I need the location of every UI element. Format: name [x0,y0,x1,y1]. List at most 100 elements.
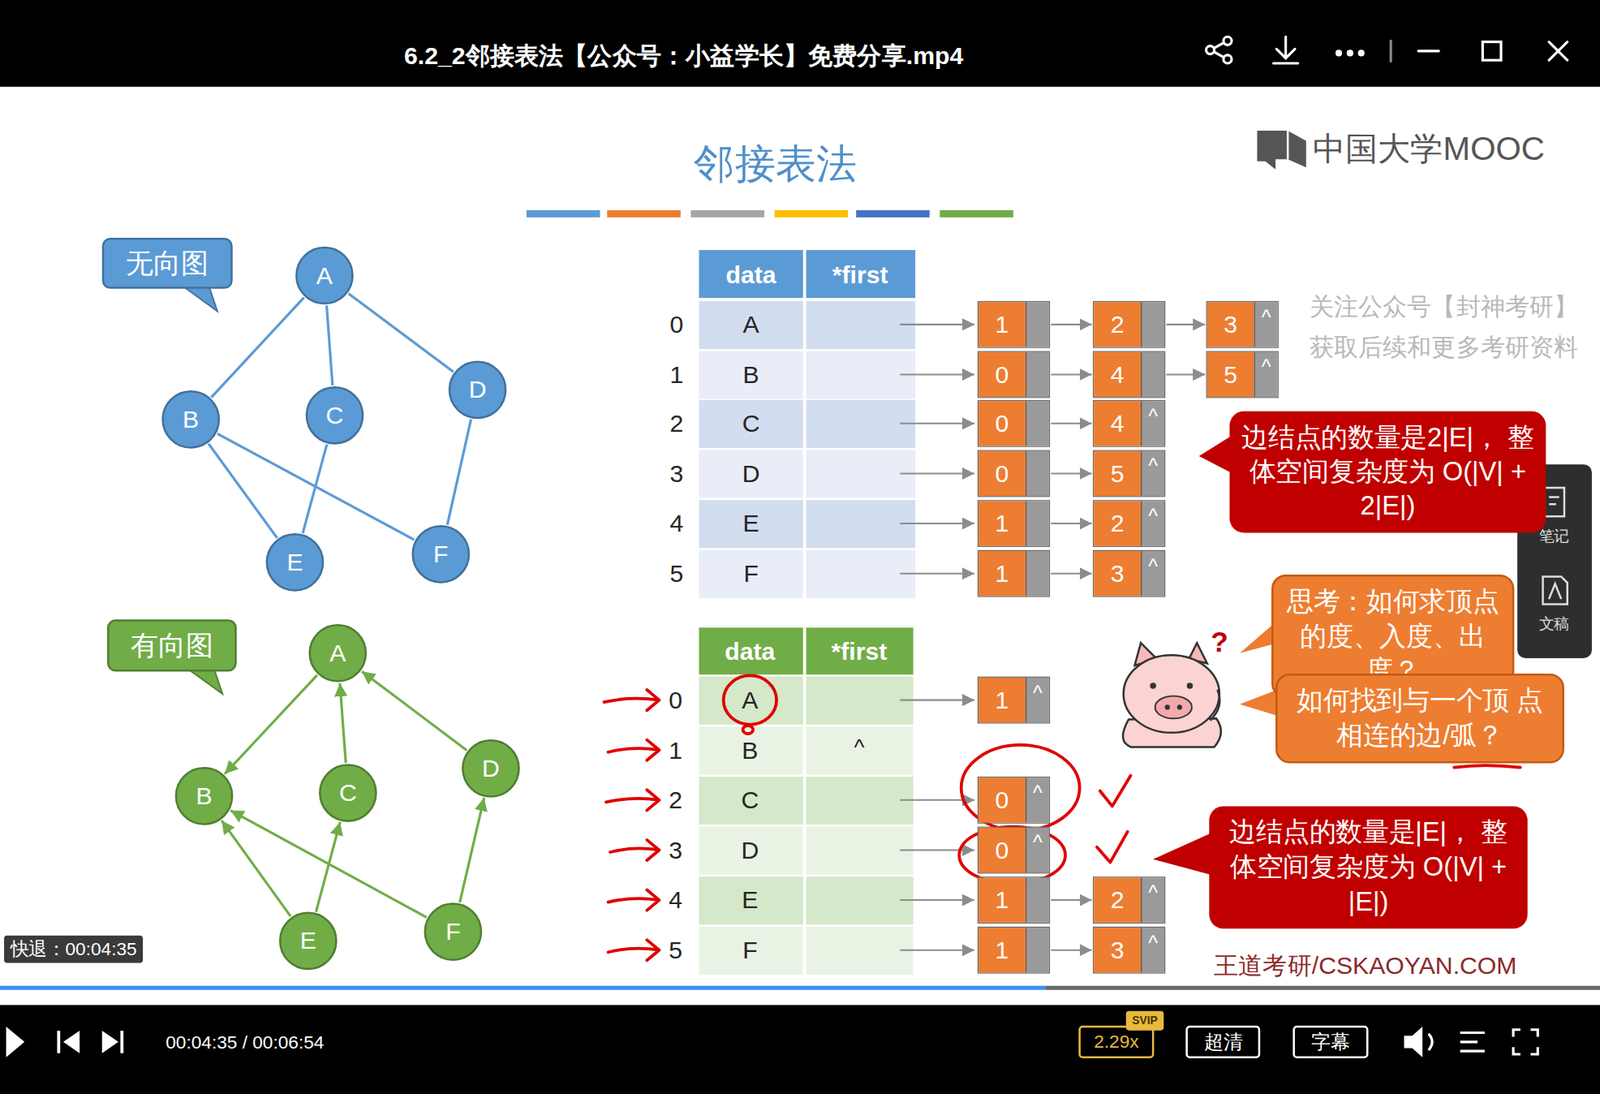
vertex-circle [309,624,366,681]
title-bar-part [0,0,1600,87]
pointer-arrows-part [899,522,975,525]
graph-vertex: D [447,360,508,420]
vertex-circle [462,739,519,796]
adjacent-index: 4 [1093,352,1141,397]
control-bar-part [1294,1026,1368,1058]
table-cells-part [698,400,803,448]
edge-node: 1^ [977,676,1050,724]
table-cell: A [741,685,758,714]
title-bar-icons-part [1482,42,1502,61]
table-cells-part [806,826,914,875]
pointer-arrows-part [899,848,975,851]
adjacent-index: 3 [1093,550,1141,596]
pig-illustration-part [1123,654,1220,733]
title-bar-icons-part [1347,51,1352,56]
mooc-logo-icon [1256,130,1306,170]
graph-vertex: C [305,385,365,445]
pointer-field [1025,927,1050,973]
title-bar-icons [1206,36,1568,64]
row-index: 4 [669,509,684,538]
edge-node: 2^ [1092,499,1166,547]
table-header: data [724,636,775,666]
title-bar-icons-part [1337,51,1342,56]
edge-connector [230,810,427,918]
mooc-logo-icon-part [1256,130,1306,170]
pointer-arrows-part [899,422,975,425]
pig-illustration-part [1187,682,1194,689]
slide-ground [0,86,1600,1006]
hand-annotations-part [959,826,1066,884]
pointer-field [1025,500,1050,546]
color-bars-part [690,210,765,218]
row-index: 2 [669,408,684,438]
row-index: 3 [669,459,684,488]
control-bar-part [1045,985,1600,990]
pointer-arrows [899,324,975,951]
null-pointer: ^ [1140,500,1165,546]
table-cells-part [698,550,803,598]
callout-text: 如何找到与一个顶 点相连的边/弧？ [1287,683,1553,753]
hand-annotations-part [608,890,660,911]
hand-annotations-part [1453,765,1521,768]
null-pointer: ^ [853,734,865,761]
edge-node: 1 [977,876,1050,924]
adjacent-index: 0 [978,827,1026,873]
adjacent-index: 3 [1093,927,1141,973]
edge-node: 2 [1092,301,1166,349]
table-cells-part [806,400,917,448]
subtitle-button: 字幕 [1311,1030,1351,1053]
edge-connector [1050,323,1092,326]
table-cell: D [740,835,759,865]
panel-label: 笔记 [1539,526,1570,545]
edge-connector [1050,949,1092,951]
pointer-field [1025,352,1050,397]
edge-node: 3^ [1092,550,1166,598]
control-bar-part [1187,1026,1260,1058]
control-bar-part [102,1030,119,1054]
watermark: 获取后续和更多考研资料 [1309,332,1579,362]
row-index: 3 [668,835,683,865]
seek-tooltip: 快退：00:04:35 [4,935,143,964]
hand-annotations-part [743,725,754,734]
edge-connector [224,675,318,775]
vertex-name: F [433,541,448,567]
pointer-field [1025,451,1050,496]
table-header: *first [831,636,888,666]
adjacent-index: 0 [978,777,1026,822]
vertex-circle [296,247,353,304]
title-bar-icons-part [1389,40,1393,61]
hand-annotations-part [723,675,777,724]
edge-node: 0^ [977,826,1050,874]
table-cell: F [743,559,758,588]
null-pointer: ^ [1140,927,1165,973]
row-index: 2 [668,786,683,815]
vertex-circle [425,903,482,960]
row-index: 1 [669,360,684,389]
table-cell: C [742,408,761,438]
edge-node: 5^ [1092,450,1166,498]
table-cells-part [698,627,803,675]
slide-title: 邻接表法 [693,139,857,187]
bubble-text: 有向图 [130,627,214,664]
vertex-name: A [329,640,346,666]
edge-connector [348,293,454,373]
hand-annotations-part [604,689,660,710]
pointer-arrows-part [899,898,975,901]
edge-connector [1050,572,1092,575]
adjacent-index: 1 [978,677,1026,723]
title-bar-icons-part [1273,36,1299,64]
hand-annotations-part [606,789,659,810]
vertex-name: D [468,377,487,402]
edge-node: 0^ [977,776,1050,824]
table-cells-part [806,301,917,349]
table-cells-part [806,249,917,298]
table-cell: D [742,459,761,488]
mooc-logo-icon-part [1286,130,1290,160]
vertex-circle [176,767,233,824]
control-bar-part [1460,1032,1485,1052]
table-cell: B [743,360,760,389]
edge-node: 4^ [1092,400,1166,448]
table-cell: E [743,509,760,538]
edge-connector [326,305,333,385]
